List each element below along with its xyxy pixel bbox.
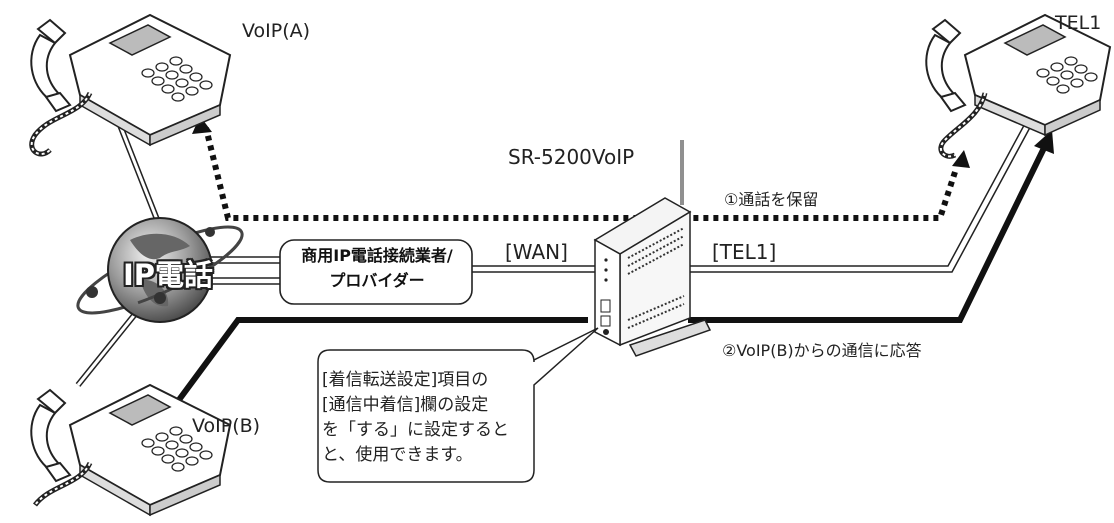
tel1-phone-icon <box>925 13 1112 159</box>
hold-path <box>192 116 970 221</box>
voip-b-phone-icon <box>30 383 232 517</box>
voip-a-label: VoIP(A) <box>242 20 311 42</box>
answer-step-label: ②VoIP(B)からの通信に応答 <box>722 341 922 360</box>
tel1-port-label: [TEL1] <box>712 240 777 264</box>
wan-line <box>470 265 598 273</box>
voip-b-label: VoIP(B) <box>192 415 261 437</box>
answer-arrow-tel1 <box>1034 130 1054 154</box>
hold-step-label: ①通話を保留 <box>724 190 819 209</box>
provider-line-2: プロバイダー <box>329 271 425 290</box>
callout-line-4: と、使用できます。 <box>322 445 473 465</box>
callout-line-2: [通信中着信]欄の設定 <box>322 395 489 415</box>
voip-a-phone-icon <box>29 13 232 157</box>
callout-box <box>317 327 599 483</box>
callout-line-3: を「する」に設定すると <box>322 420 509 440</box>
hold-arrow-tel1 <box>952 150 970 168</box>
callout-text: [着信転送設定]項目の [通信中着信]欄の設定 を「する」に設定すると と、使用… <box>322 368 542 468</box>
router-model-label: SR-5200VoIP <box>508 145 635 169</box>
tel1-line <box>690 117 1035 273</box>
voip-a-link <box>115 118 161 224</box>
voip-b-link <box>75 306 143 387</box>
provider-label: 商用IP電話接続業者/ プロバイダー <box>282 243 472 293</box>
globe-icon <box>76 217 244 323</box>
cloud-label: IP電話 <box>122 258 214 292</box>
hold-arrow-a <box>192 116 212 134</box>
router-icon <box>593 140 712 357</box>
provider-box <box>279 239 473 305</box>
wan-port-label: [WAN] <box>505 240 568 264</box>
tel1-label: TEL1 <box>1055 12 1102 34</box>
callout-line-1: [着信転送設定]項目の <box>322 370 489 390</box>
provider-line-1: 商用IP電話接続業者/ <box>301 246 453 265</box>
